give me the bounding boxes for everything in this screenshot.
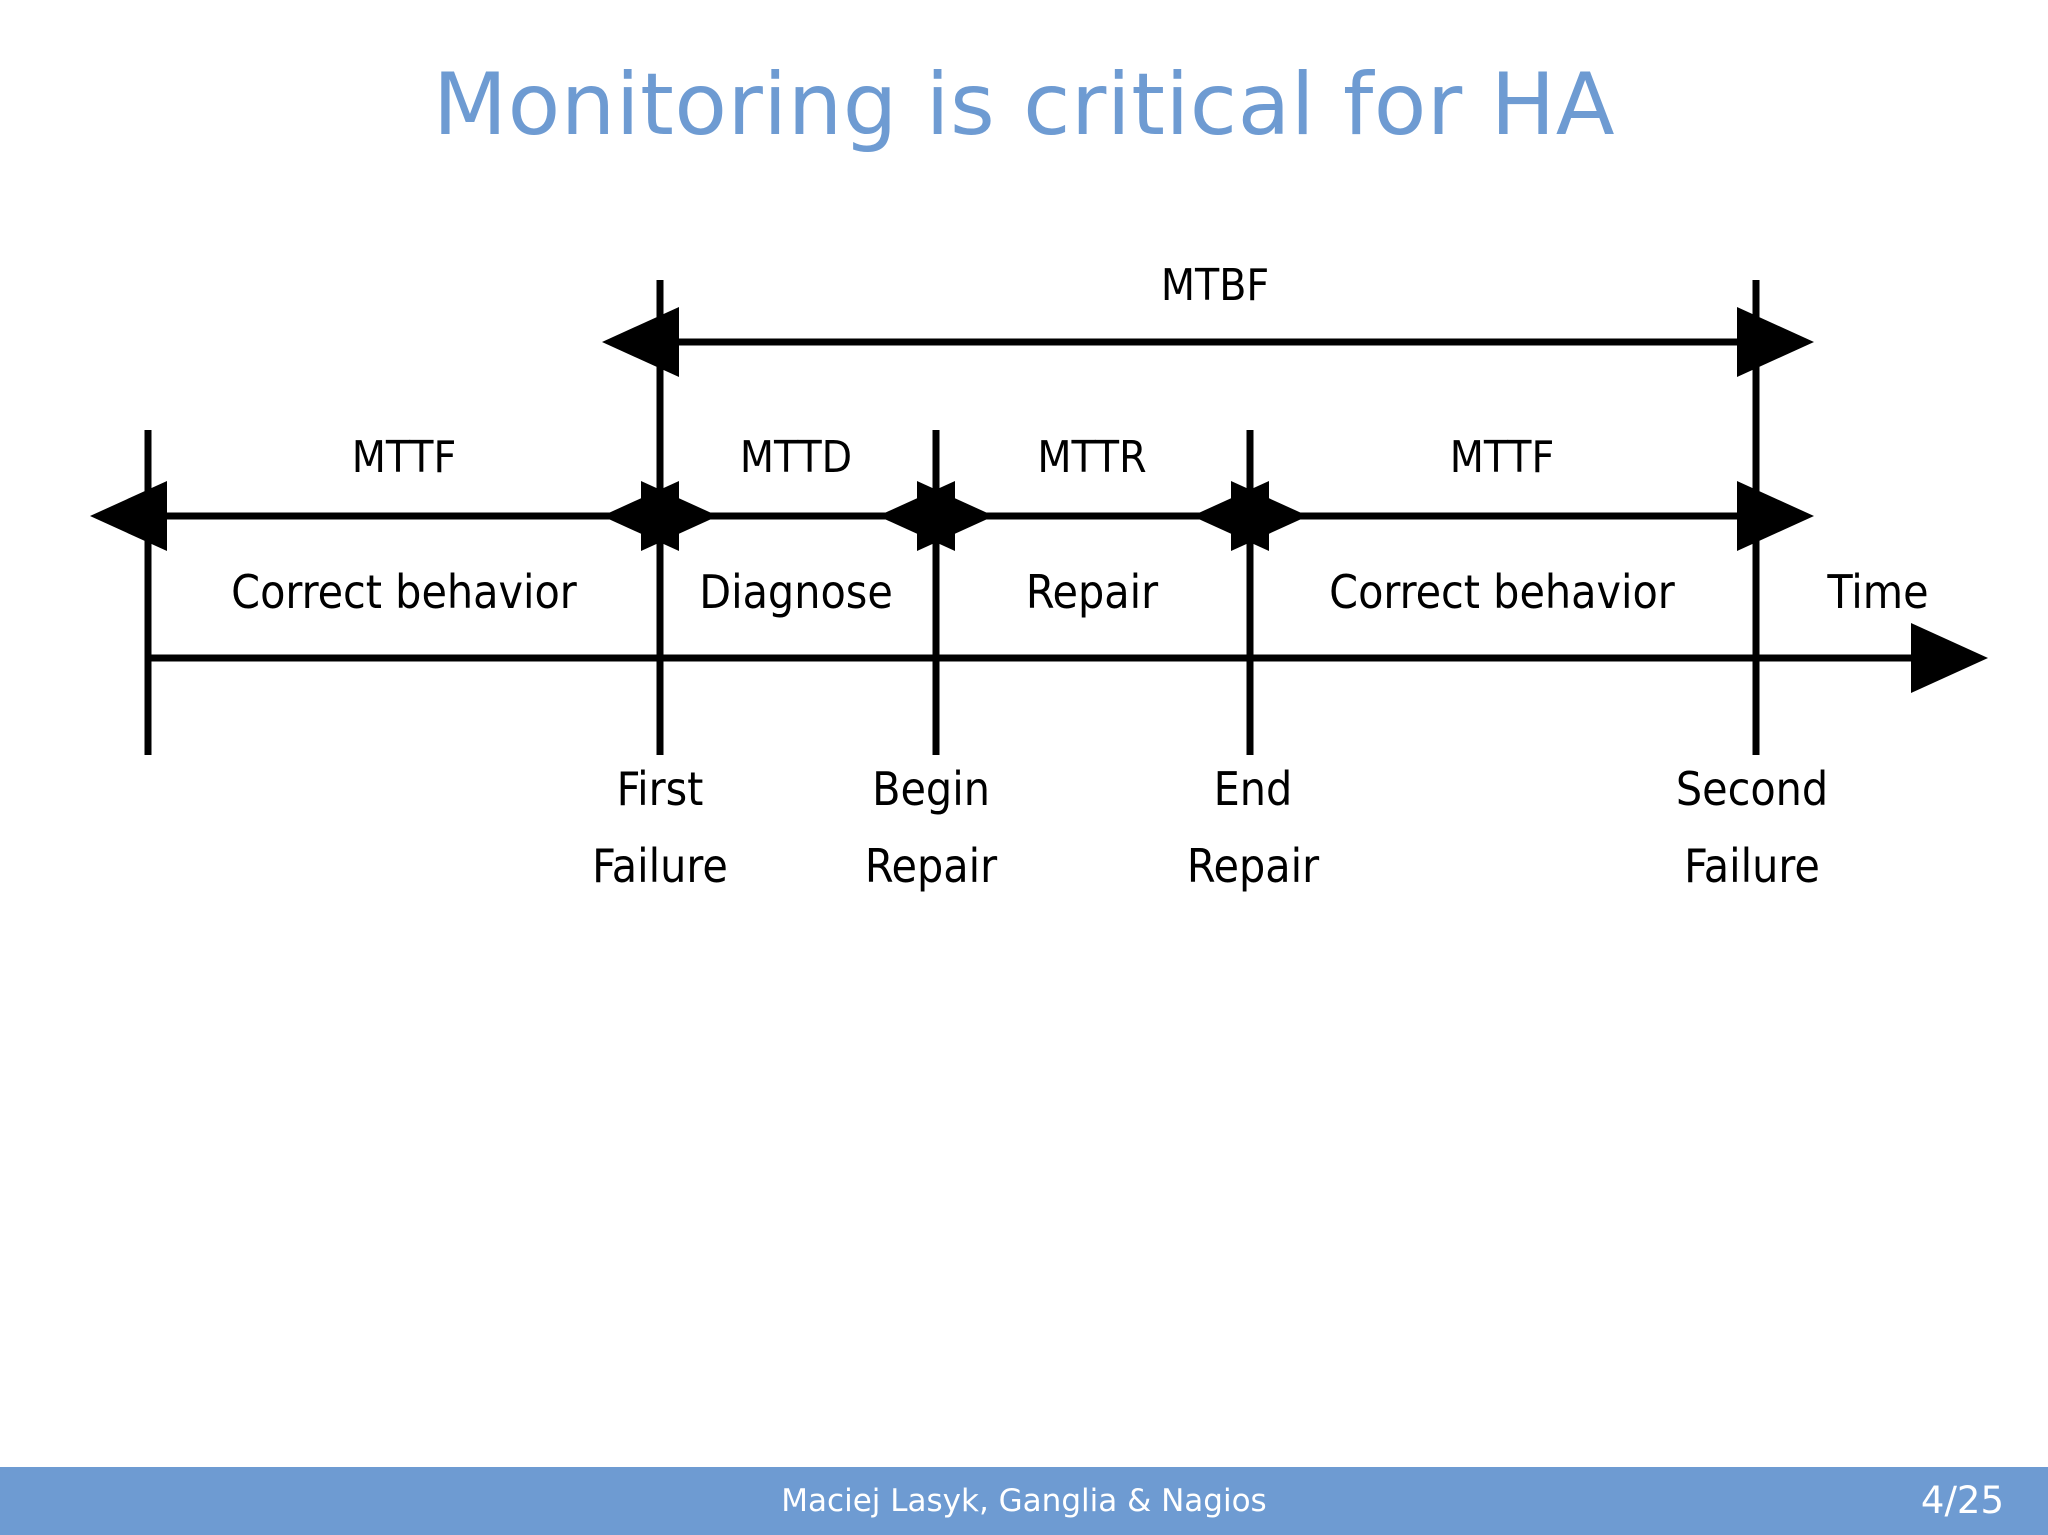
event-begin-repair-line2: Repair xyxy=(865,839,998,893)
mttf-first-label: MTTF xyxy=(352,432,457,483)
event-begin-repair-line1: Begin xyxy=(872,762,990,816)
footer-credit: Maciej Lasyk, Ganglia & Nagios xyxy=(781,1483,1267,1519)
mttf-second-label: MTTF xyxy=(1450,432,1555,483)
mttd-label: MTTD xyxy=(740,432,852,483)
phase-repair: Repair xyxy=(1026,565,1159,619)
event-end-repair-line2: Repair xyxy=(1187,839,1320,893)
event-end-repair-line1: End xyxy=(1214,762,1293,816)
mtbf-label: MTBF xyxy=(1161,260,1269,311)
event-first-failure-line2: Failure xyxy=(592,839,728,893)
phase-correct-behavior-first: Correct behavior xyxy=(231,565,578,619)
axis-time-label: Time xyxy=(1826,565,1928,619)
timeline-svg: MTBF MTTF MTTD MTTR MTTF Correct behavio… xyxy=(90,260,1988,893)
event-second-failure-line2: Failure xyxy=(1684,839,1820,893)
event-second-failure-line1: Second xyxy=(1676,762,1828,816)
mtbf-timeline-diagram: MTBF MTTF MTTD MTTR MTTF Correct behavio… xyxy=(0,250,2048,950)
event-first-failure-line1: First xyxy=(617,762,704,816)
footer-bar: Maciej Lasyk, Ganglia & Nagios 4/25 xyxy=(0,1467,2048,1535)
phase-diagnose: Diagnose xyxy=(699,565,893,619)
page-title: Monitoring is critical for HA xyxy=(432,55,1616,155)
footer-page-number: 4/25 xyxy=(1920,1479,2004,1522)
phase-correct-behavior-second: Correct behavior xyxy=(1329,565,1676,619)
mttr-label: MTTR xyxy=(1037,432,1146,483)
